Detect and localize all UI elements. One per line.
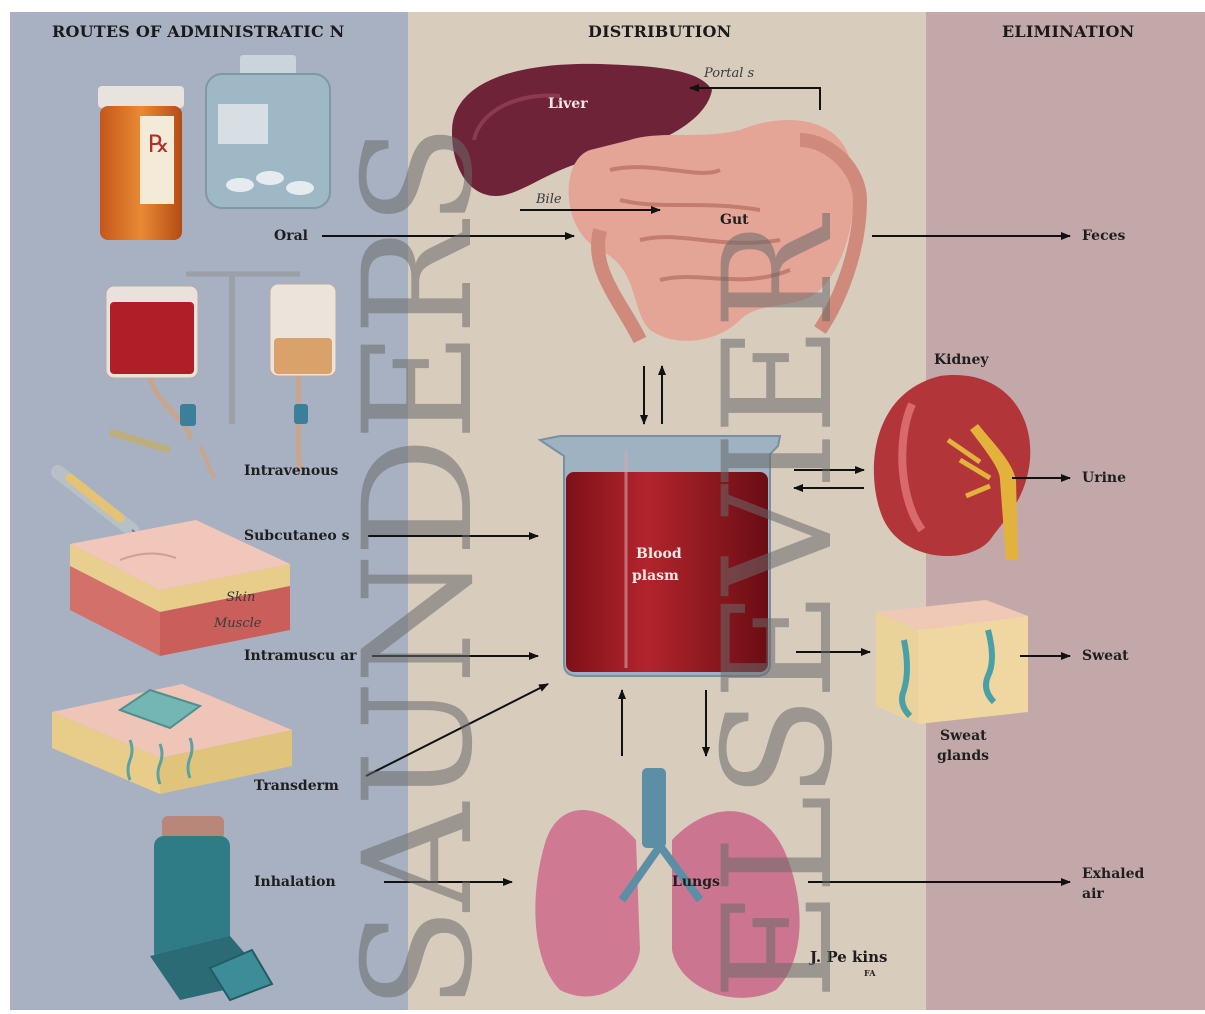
iv-bags-icon: [106, 272, 336, 478]
label-exhaled-line2: air: [1082, 886, 1104, 902]
watermark-saunders: SAUNDERS: [332, 128, 506, 1010]
label-blood-line1: Blood: [636, 546, 682, 562]
inhaler-icon: [150, 816, 272, 1000]
header-routes: ROUTES OF ADMINISTRATIC N: [52, 22, 345, 41]
label-exhaled-line1: Exhaled: [1082, 866, 1144, 882]
rx-label: ℞: [148, 130, 170, 158]
label-sweat: Sweat: [1082, 648, 1129, 664]
header-distribution: DISTRIBUTION: [588, 22, 731, 41]
label-intravenous: Intravenous: [244, 463, 338, 479]
label-sweat-glands-line2: glands: [937, 748, 989, 764]
label-bile: Bile: [536, 192, 562, 207]
label-skin: Skin: [226, 590, 255, 605]
label-feces: Feces: [1082, 228, 1125, 244]
label-portal: Portal s: [704, 66, 754, 81]
sweat-gland-block-icon: [876, 600, 1028, 724]
label-liver: Liver: [548, 96, 588, 112]
label-blood-line2: plasm: [632, 568, 679, 584]
header-elimination: ELIMINATION: [1002, 22, 1134, 41]
watermark-elsevier: ELSEVIER: [692, 221, 866, 1000]
label-kidney: Kidney: [934, 352, 989, 368]
pill-bottle-icon: ℞: [98, 86, 184, 240]
label-sweat-glands-line1: Sweat: [940, 728, 987, 744]
label-oral: Oral: [274, 228, 308, 244]
label-urine: Urine: [1082, 470, 1126, 486]
label-inhalation: Inhalation: [254, 874, 336, 890]
label-transdermal: Transderm: [254, 778, 339, 794]
label-muscle: Muscle: [214, 616, 262, 631]
tablet-bottle-icon: [206, 55, 330, 208]
kidney-icon: [874, 375, 1030, 560]
